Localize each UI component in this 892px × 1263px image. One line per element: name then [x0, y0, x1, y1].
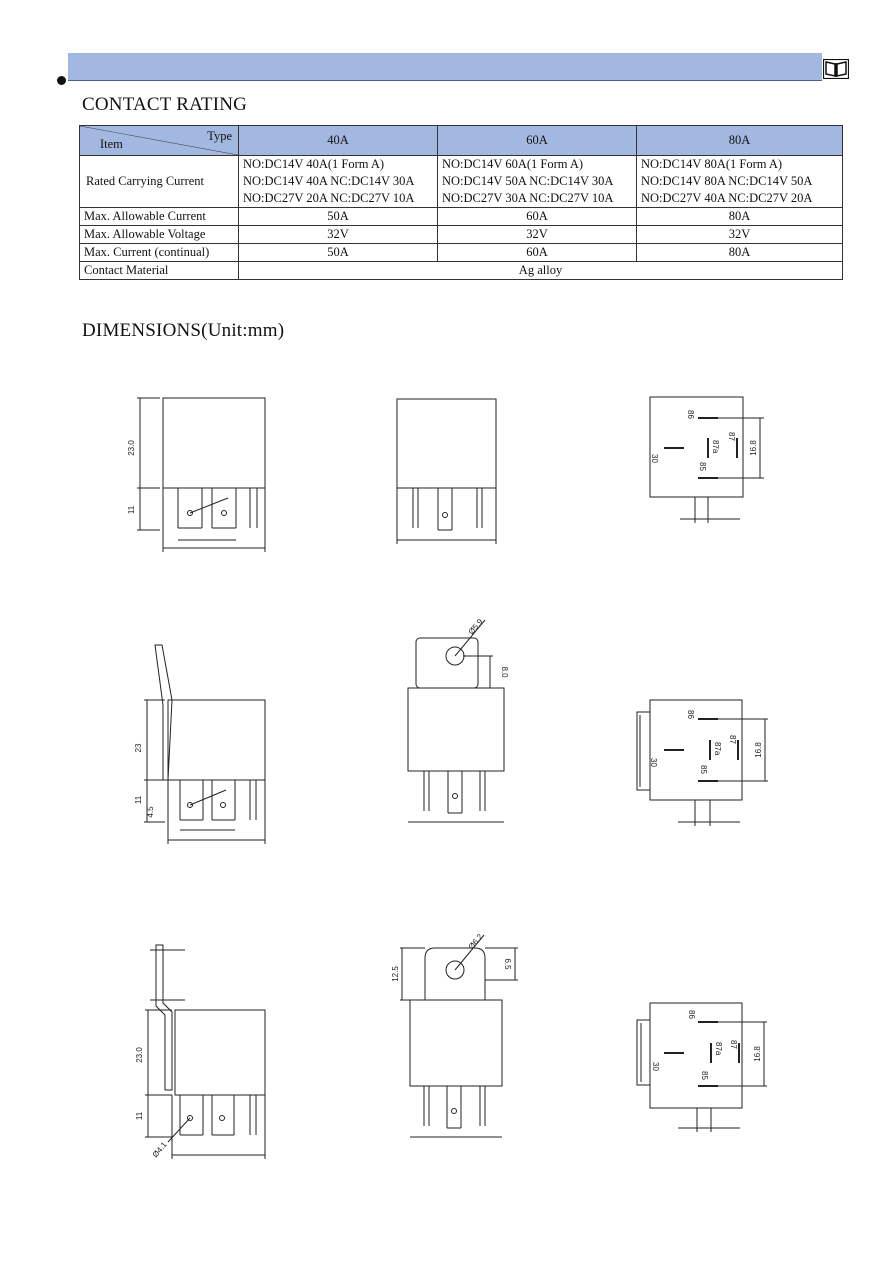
hole-diameter-label: Ø6.2	[467, 932, 485, 951]
book-icon	[823, 59, 849, 79]
dim-pin-label: 11	[134, 795, 143, 804]
pin-label-85: 85	[700, 1071, 709, 1080]
pin-spacing-label: 16.8	[754, 742, 763, 758]
rated-current-cell: NO:DC14V 80A(1 Form A) NO:DC14V 80A NC:D…	[636, 155, 843, 208]
bracket-view-1	[407, 619, 505, 823]
pin-label-87a: 87a	[714, 1042, 723, 1056]
dim-height-label: 23.0	[135, 1047, 144, 1063]
dim-pin-label: 11	[127, 505, 136, 514]
pin-label-30: 30	[650, 454, 659, 463]
rated-current-line: NO:DC14V 80A(1 Form A)	[641, 157, 783, 171]
rated-current-line: NO:DC27V 40A NC:DC27V 20A	[641, 191, 813, 205]
header-bar	[68, 53, 822, 80]
rated-current-line: NO:DC14V 60A(1 Form A)	[442, 157, 584, 171]
rated-current-line: NO:DC14V 50A NC:DC14V 30A	[442, 174, 614, 188]
pin-label-87a: 87a	[713, 742, 722, 756]
pin-label-87a: 87a	[711, 440, 720, 454]
rated-current-line: NO:DC27V 30A NC:DC27V 10A	[442, 191, 614, 205]
front-view-1	[396, 398, 497, 544]
rated-current-line: NO:DC27V 20A NC:DC27V 10A	[243, 191, 415, 205]
table-row: Max. Allowable Current 50A 60A 80A	[79, 207, 843, 226]
type-header: 40A	[238, 125, 438, 156]
type-header: 60A	[437, 125, 637, 156]
table-row: Max. Allowable Voltage 32V 32V 32V	[79, 225, 843, 244]
contact-rating-table: Type Item 40A 60A 80A Rated Carrying Cur…	[79, 125, 843, 280]
dim-offset-label: 6.5	[503, 958, 512, 970]
contact-material-cell: Ag alloy	[238, 261, 843, 280]
pin-label-87: 87	[728, 735, 737, 744]
dim-offset-label: 4.5	[146, 806, 155, 818]
dimensions-title: DIMENSIONS(Unit:mm)	[82, 320, 285, 341]
side-view-3	[145, 944, 266, 1159]
pin-spacing-label: 16.8	[753, 1046, 762, 1062]
pin-label-86: 86	[687, 1010, 696, 1019]
dim-height-label: 12.5	[391, 966, 400, 982]
side-view-1	[137, 397, 266, 552]
pin-label-86: 86	[686, 710, 695, 719]
pin-spacing-label: 16.8	[749, 440, 758, 456]
row-label: Contact Material	[79, 261, 239, 280]
pin-label-87: 87	[729, 1040, 738, 1049]
rated-current-cell: NO:DC14V 60A(1 Form A) NO:DC14V 50A NC:D…	[437, 155, 637, 208]
row-label: Max. Current (continual)	[79, 243, 239, 262]
diagonal-divider	[80, 126, 238, 155]
table-row: Rated Carrying Current NO:DC14V 40A(1 Fo…	[79, 155, 843, 208]
dim-offset-label: 8.0	[500, 666, 509, 678]
pin-label-30: 30	[651, 1062, 660, 1071]
table-cell: 50A	[238, 207, 438, 226]
pin-label-30: 30	[649, 758, 658, 767]
rated-current-cell: NO:DC14V 40A(1 Form A) NO:DC14V 40A NC:D…	[238, 155, 438, 208]
table-header-row: Type Item 40A 60A 80A	[79, 125, 843, 156]
item-label: Item	[100, 137, 123, 151]
header-rule	[68, 80, 822, 81]
side-view-2	[144, 644, 266, 844]
type-label: Type	[207, 129, 232, 143]
pin-layout-1	[649, 396, 764, 523]
rated-current-line: NO:DC14V 40A(1 Form A)	[243, 157, 385, 171]
bullet-dot	[57, 76, 66, 85]
rated-current-line: NO:DC14V 40A NC:DC14V 30A	[243, 174, 415, 188]
pin-layout-2	[636, 699, 768, 826]
rated-current-line: NO:DC14V 80A NC:DC14V 50A	[641, 174, 813, 188]
pin-label-85: 85	[698, 462, 707, 471]
hole-diameter-label: Ø4.1	[151, 1140, 169, 1159]
table-row: Contact Material Ag alloy	[79, 261, 843, 280]
pin-label-86: 86	[686, 410, 695, 419]
bracket-view-2	[400, 934, 518, 1138]
type-item-header: Type Item	[79, 125, 239, 156]
pin-label-87: 87	[727, 432, 736, 441]
dim-height-label: 23	[134, 743, 143, 752]
dim-height-label: 23.0	[127, 440, 136, 456]
pin-layout-3	[636, 1002, 767, 1132]
dim-pin-label: 11	[135, 1111, 144, 1120]
pin-label-85: 85	[699, 765, 708, 774]
hole-diameter-label: Ø5.9	[467, 617, 485, 636]
contact-rating-title: CONTACT RATING	[82, 94, 248, 115]
